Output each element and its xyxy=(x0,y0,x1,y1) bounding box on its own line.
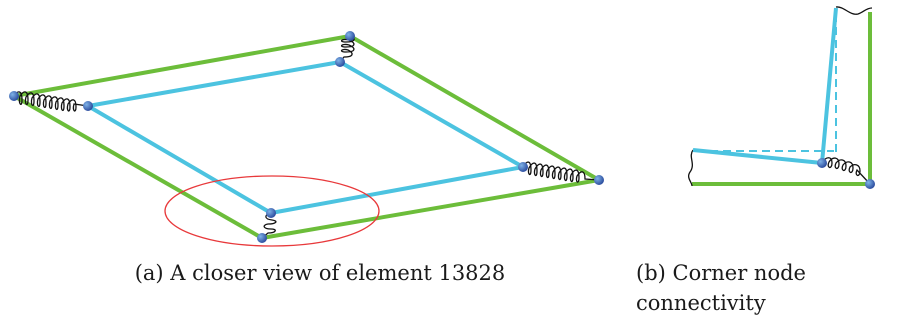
node-inner-right xyxy=(518,162,528,172)
caption-b: (b) Corner node connectivity xyxy=(636,261,806,315)
inner-corner-edge xyxy=(692,7,838,165)
spring-corner xyxy=(821,157,871,185)
panel-b xyxy=(687,6,875,189)
spring-top xyxy=(339,35,355,63)
node-outer-bottom xyxy=(257,233,267,243)
caption-a: (a) A closer view of element 13828 xyxy=(134,261,506,285)
spring-right xyxy=(522,161,600,183)
node-outer-corner xyxy=(865,179,875,189)
node-inner-left xyxy=(83,101,93,111)
highlight-ellipse xyxy=(164,175,380,247)
cut-line-top xyxy=(835,6,873,15)
spring-left xyxy=(13,91,89,112)
spring-bottom xyxy=(261,212,277,239)
panel-a xyxy=(9,31,604,247)
node-inner-bottom xyxy=(266,208,276,218)
node-outer-left xyxy=(9,91,19,101)
node-inner-corner xyxy=(817,158,827,168)
inner-element-boundary xyxy=(86,60,525,215)
cut-line-left xyxy=(687,149,694,187)
node-outer-right xyxy=(594,175,604,185)
node-inner-top xyxy=(335,57,345,67)
node-outer-top xyxy=(345,31,355,41)
